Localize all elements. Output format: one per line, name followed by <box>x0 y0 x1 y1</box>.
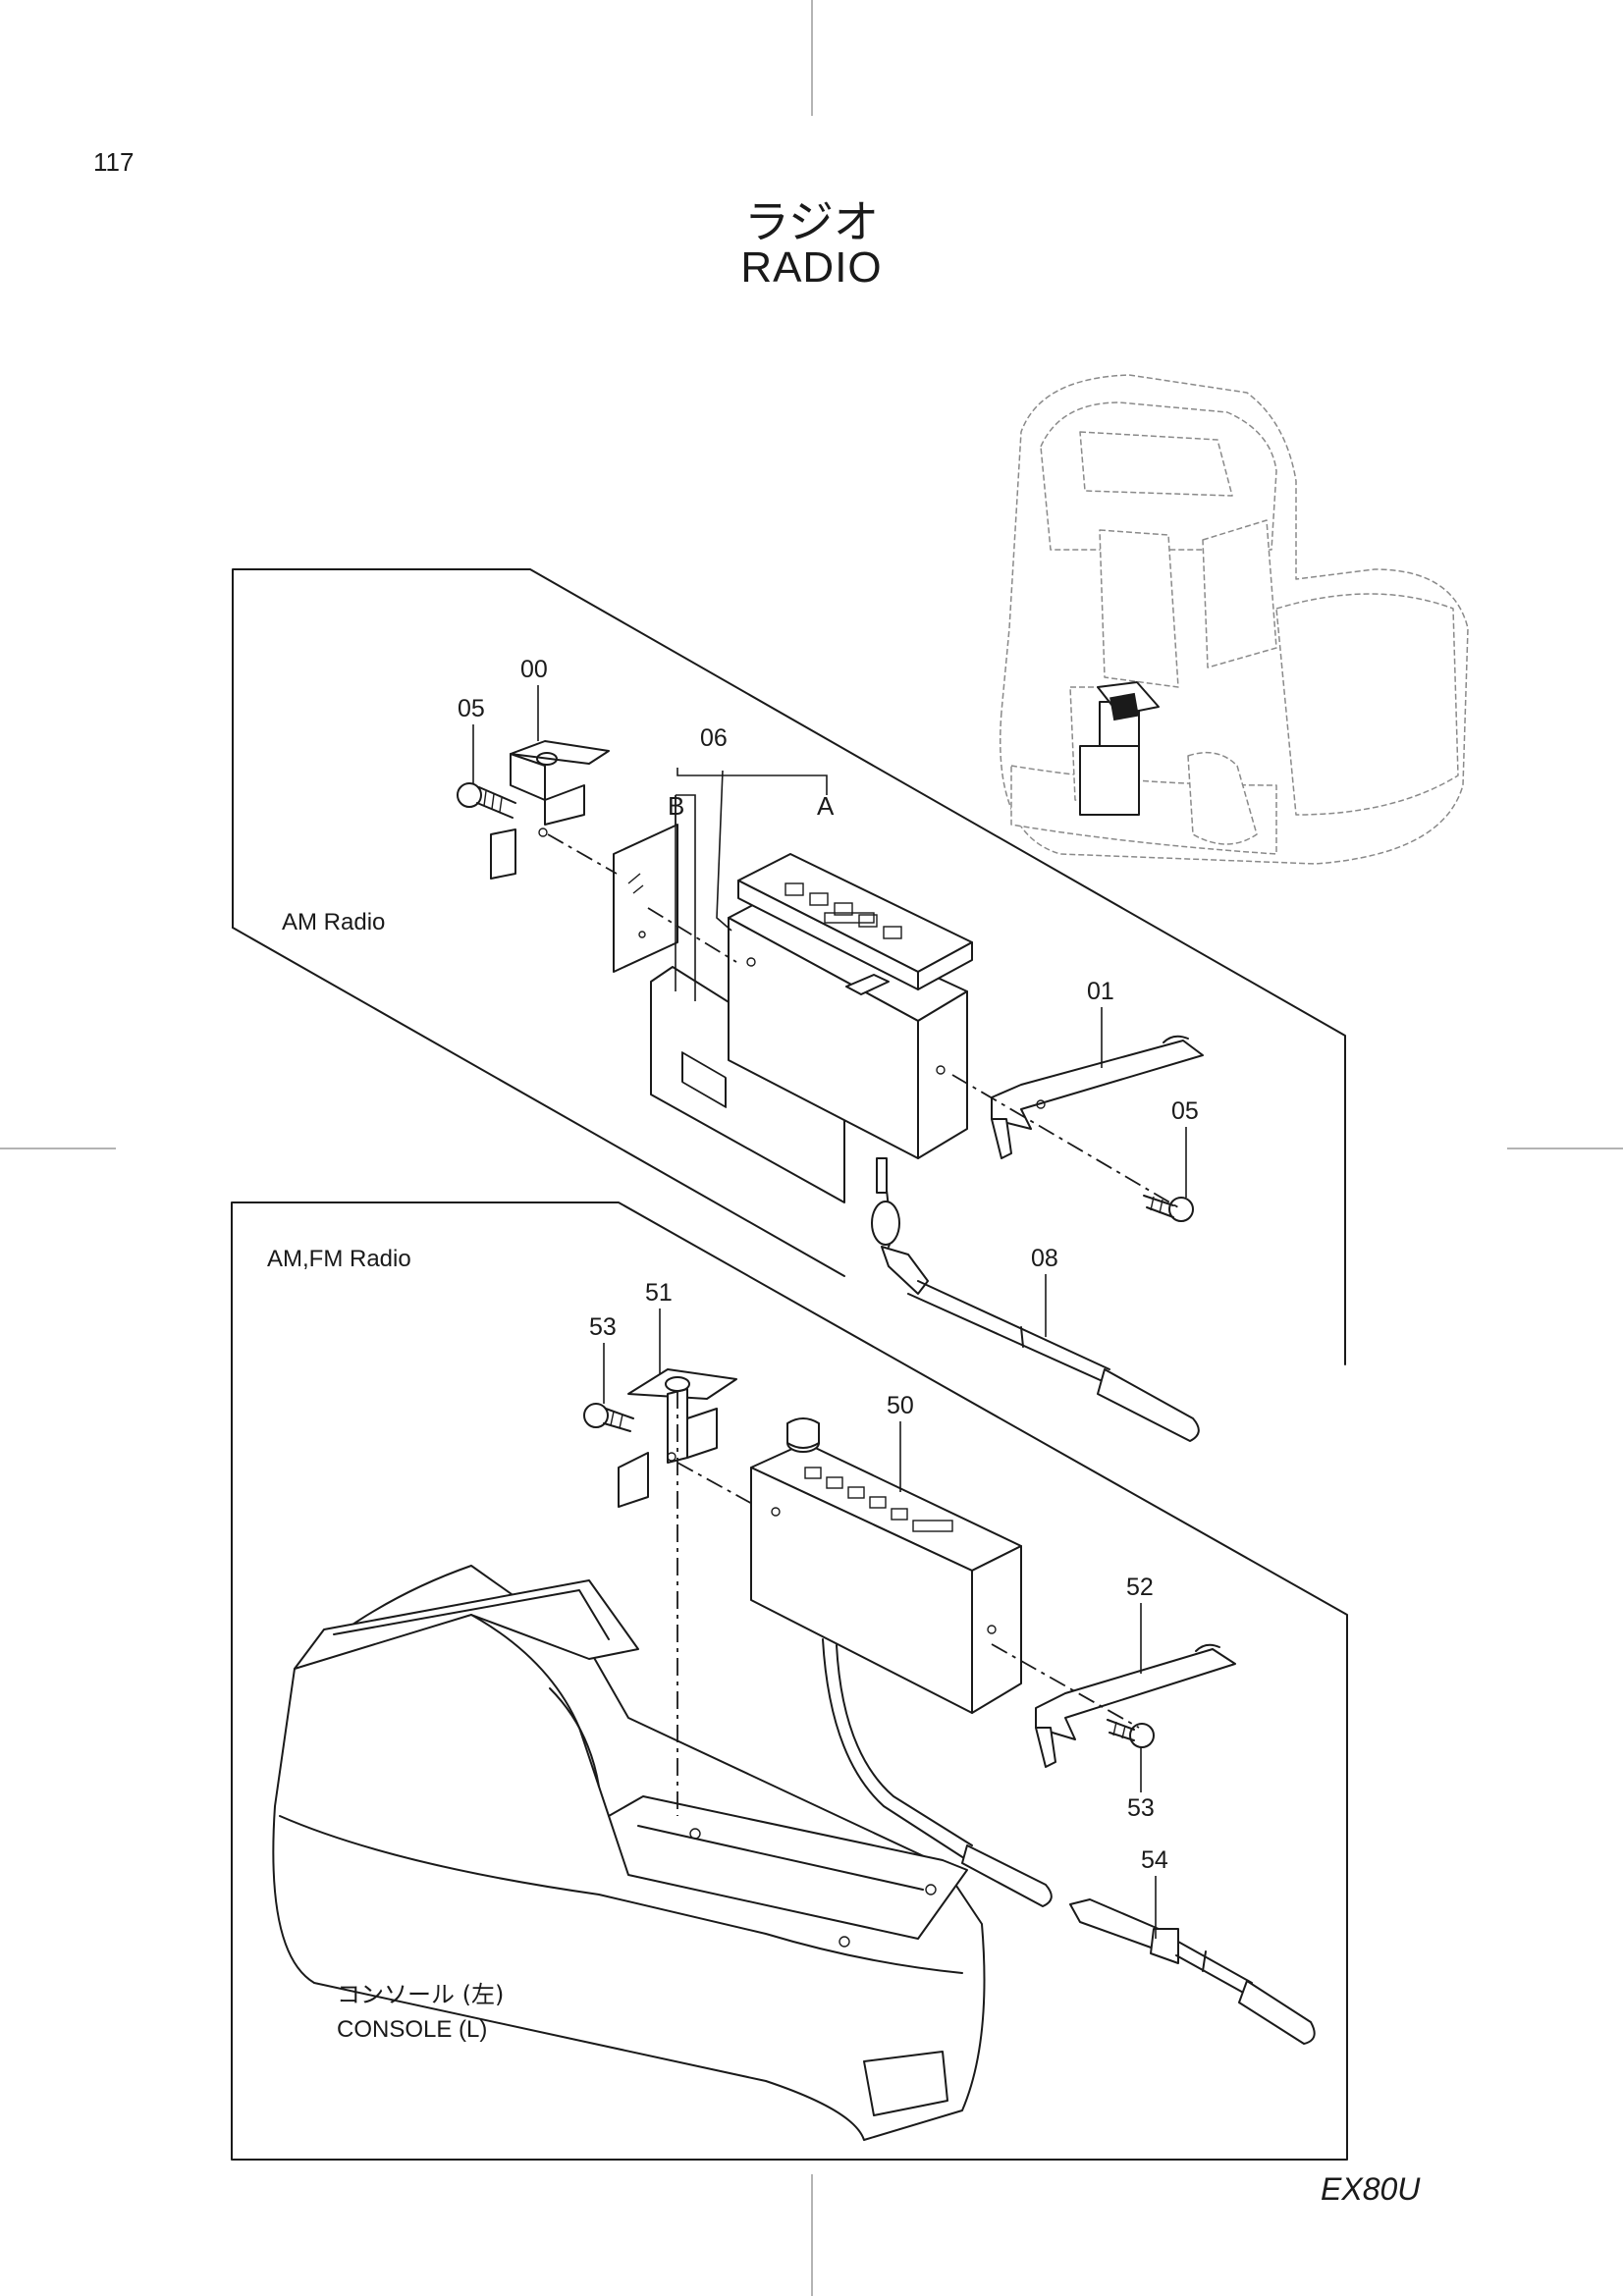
part-number-50: 50 <box>887 1392 914 1419</box>
part-number-52: 52 <box>1126 1574 1154 1601</box>
page-title-japanese: ラジオ <box>743 195 880 248</box>
assembly-lines-am-fm <box>676 1391 1140 1816</box>
bracket-00 <box>490 740 610 880</box>
console-left <box>272 1565 986 2141</box>
radio-unit-a <box>737 853 973 995</box>
bracket-52 <box>1035 1643 1236 1768</box>
bracket-01 <box>991 1035 1204 1159</box>
bolt-05-top <box>457 782 516 819</box>
ref-label-b: B <box>668 791 684 821</box>
excavator-cab-overview <box>1000 374 1469 865</box>
console-label-japanese: コンソール (左) <box>337 1981 504 2008</box>
section-label-am-radio: AM Radio <box>282 909 385 935</box>
ref-brackets <box>675 768 828 1001</box>
part-number-53-top: 53 <box>589 1313 617 1341</box>
gasket-b <box>613 824 678 973</box>
radio-50 <box>750 1417 1022 1714</box>
panel-plate <box>650 966 845 1203</box>
part-number-53-bottom: 53 <box>1127 1794 1155 1822</box>
part-number-08: 08 <box>1031 1245 1058 1272</box>
radio-lead-cable <box>822 1638 1053 1907</box>
bolt-53-bottom <box>1107 1719 1155 1748</box>
model-code: EX80U <box>1321 2171 1421 2207</box>
page-title: RADIO <box>740 243 883 292</box>
part-number-05-right: 05 <box>1171 1097 1199 1125</box>
antenna-extension-54 <box>1069 1898 1316 2045</box>
part-number-05-top: 05 <box>458 695 485 722</box>
bolt-53-top <box>583 1403 634 1432</box>
part-number-51: 51 <box>645 1279 673 1307</box>
assembly-lines-am <box>547 833 1179 1208</box>
am-radio-frame <box>232 568 1346 1365</box>
bolt-05-right <box>1143 1195 1194 1222</box>
part-number-01: 01 <box>1087 978 1114 1005</box>
part-number-06: 06 <box>700 724 728 752</box>
section-label-am-fm-radio: AM,FM Radio <box>267 1246 411 1272</box>
console-label: CONSOLE (L) <box>337 2016 487 2043</box>
page-number: 117 <box>93 147 135 177</box>
part-number-54: 54 <box>1141 1846 1168 1874</box>
am-fm-radio-frame <box>231 1201 1348 2161</box>
antenna-cable-08 <box>871 1157 1200 1442</box>
radio-case-06 <box>728 897 968 1159</box>
part-number-00: 00 <box>520 656 548 683</box>
ref-label-a: A <box>817 791 835 821</box>
